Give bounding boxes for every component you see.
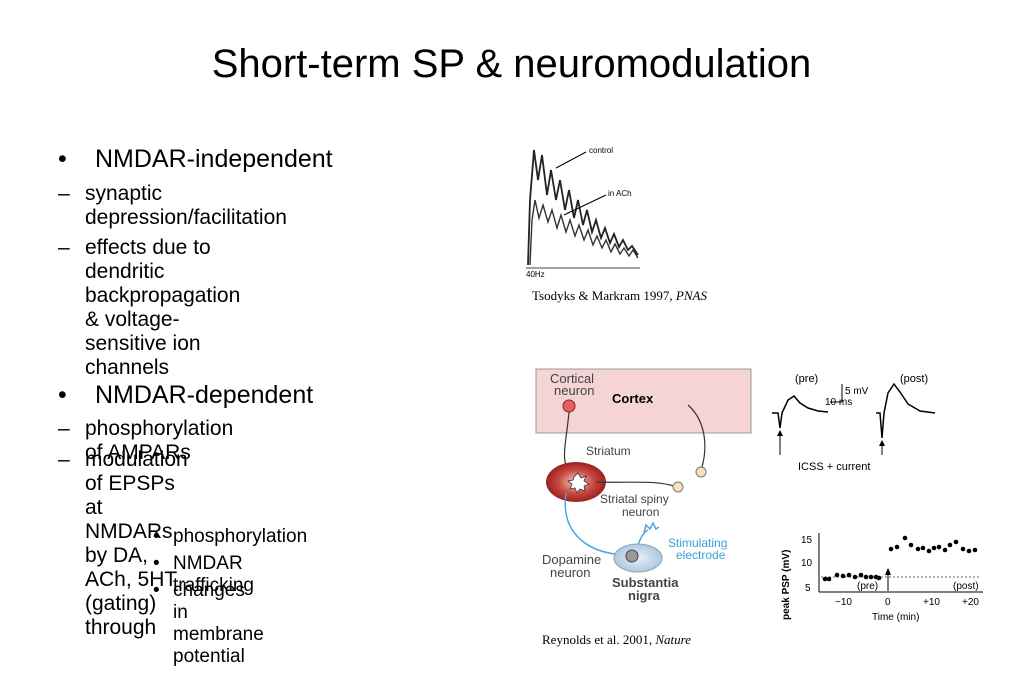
stim-arrowhead [885,568,891,575]
psp-trace-panel: (pre) (post) 5 mV 10 ms ICSS + current [772,373,936,473]
scale-mv-label: 5 mV [845,386,869,397]
caption-journal: Nature [655,632,692,647]
freq-label: 40Hz [526,270,545,279]
scale-ms-label: 10 ms [825,397,852,408]
sub-bullet-text: modulation of EPSPs at NMDARs by DA, ACh… [85,448,188,639]
ylabel: peak PSP (mV) [781,550,792,620]
xtick-m10: −10 [835,597,852,608]
cortical-neuron-line2: neuron [554,383,594,398]
ytick-10: 10 [801,558,813,569]
bullet-heading: NMDAR-independent [95,145,333,173]
ytick-15: 15 [801,535,813,546]
ach-label: in ACh [608,189,632,198]
cortical-neuron-label: Cortical neuron [550,371,598,398]
sub-sub-bullet-text: NMDAR trafficking [173,553,254,596]
bullet-dot: • [58,381,67,409]
post-points [888,535,978,554]
substantia-line1: Substantia [612,575,679,590]
control-pointer [555,151,587,169]
ach-pointer [563,194,607,216]
plot-post-label: (post) [953,581,979,592]
bullet-dot: • [58,145,67,173]
caption-journal: PNAS [675,288,707,303]
figure1-caption: Tsodyks & Markram 1997, PNAS [532,288,707,304]
striatum-label: Striatum [586,444,631,458]
figure2-caption: Reynolds et al. 2001, Nature [542,632,691,648]
striatal-spiny-line1: Striatal spiny [600,492,669,506]
control-label: control [589,146,613,155]
post-stim-arrowhead [879,440,885,446]
striatal-axon [595,481,677,488]
dopamine-line2: neuron [550,565,590,580]
spiny-neuron-terminal-2 [672,481,684,493]
post-trace [876,382,936,439]
substantia-line2: nigra [628,588,661,603]
control-trace [527,149,639,266]
cortical-neuron-line1: Cortical [550,371,594,386]
striatal-spiny-line2: neuron [622,505,659,519]
plot-pre-label: (pre) [857,581,878,592]
electrode-tip [643,521,660,534]
dopamine-neuron-cell [625,549,639,563]
cortex-label: Cortex [612,391,654,406]
striatal-neuron-body [567,472,590,494]
dopamine-label: Dopamine neuron [542,552,605,580]
ach-trace [529,199,639,266]
pre-points [822,572,882,582]
bullet-heading: NMDAR-dependent [95,381,314,409]
slide-title: Short-term SP & neuromodulation [211,42,812,86]
stimulating-label: Stimulating electrode [668,536,731,562]
ytick-5: 5 [805,583,811,594]
cortex-return-fiber [687,404,706,468]
dopamine-line1: Dopamine [542,552,601,567]
bullet-dash: – [58,417,70,440]
icss-label: ICSS + current [798,461,870,473]
xlabel: Time (min) [872,612,919,623]
spiny-neuron-terminal-1 [695,466,707,478]
bullet-dot: • [153,580,160,601]
sub-bullet-text: effects due to dendritic backpropagation… [85,236,241,379]
pre-label: (pre) [795,373,818,385]
caption-authors: Reynolds et al. 2001, [542,632,656,647]
stimulating-line2: electrode [676,548,726,562]
cortical-neuron-cell [562,399,576,413]
circuit-schematic: Cortical neuron Cortex Striatum Striatal… [535,368,752,603]
bullet-dash: – [58,236,70,259]
sub-sub-bullet-text: changes in membrane potential [173,580,264,667]
stimulating-line1: Stimulating [668,536,727,550]
xtick-0: 0 [885,597,891,608]
sub-sub-bullet-text: phosphorylation [173,526,308,547]
pre-stim-arrowhead [777,430,783,436]
psp-timecourse-plot: peak PSP (mV) 15 10 5 (pre) (post) −10 0… [781,533,983,623]
bullet-dot: • [153,526,160,547]
xtick-p20: +20 [962,597,979,608]
epsp-trace-figure: control in ACh 40Hz [526,146,640,279]
bullet-dash: – [58,448,70,471]
xtick-p10: +10 [923,597,940,608]
sub-bullet-text: phosphorylation of AMPARs [85,417,234,464]
sub-bullet-text: synaptic depression/facilitation [85,182,287,229]
substantia-label: Substantia nigra [612,575,682,603]
bullet-dot: • [153,553,160,574]
pre-trace [772,395,829,429]
caption-authors: Tsodyks & Markram 1997, [532,288,676,303]
bullet-dash: – [58,182,70,205]
post-label: (post) [900,373,928,385]
striatal-spiny-label: Striatal spiny neuron [600,492,672,519]
